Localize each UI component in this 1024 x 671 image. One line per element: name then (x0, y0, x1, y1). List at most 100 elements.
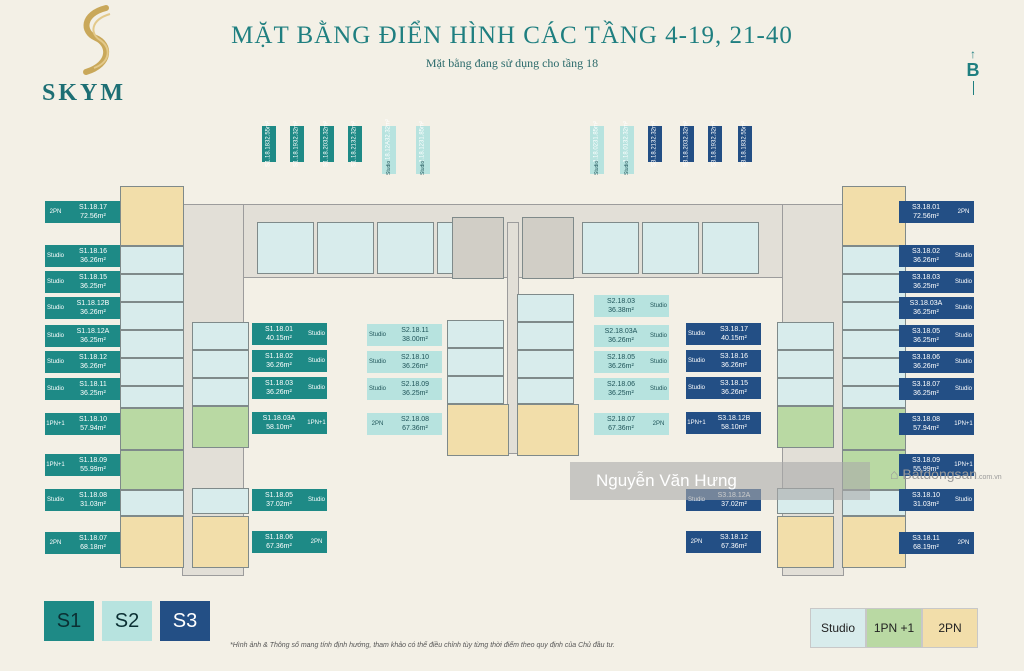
unit-2pn (842, 186, 906, 246)
unit-studio (842, 274, 906, 302)
unit-code: S3.18.03A (909, 300, 943, 307)
unit-area: 40.15m² (721, 335, 747, 342)
unit-studio (120, 358, 184, 386)
unit-studio (517, 378, 574, 404)
unit-area: 68.18m² (80, 544, 106, 551)
unit-area: 32.32m² (293, 120, 300, 143)
unit-area: 36.26m² (266, 389, 292, 396)
brand-logo-icon: ⌂ (890, 466, 899, 482)
unit-area: 36.25m² (913, 283, 939, 290)
unit-label: S3.18.06 36.26m² Studio (899, 351, 974, 373)
unit-area: 57.94m² (913, 425, 939, 432)
unit-area: 31.85m² (419, 120, 426, 143)
unit-type: 2PN (953, 532, 974, 554)
unit-type: Studio (306, 489, 327, 511)
unit-type: 2PN (45, 201, 66, 223)
unit-code: S1.18.11 (79, 381, 107, 388)
unit-code: S2.18.05 (606, 354, 636, 361)
unit-area: 58.10m² (266, 424, 292, 431)
unit-type: Studio (648, 295, 669, 317)
unit-area: 32.55m² (741, 120, 748, 143)
unit-area: 31.03m² (80, 501, 106, 508)
unit-type: 2PN (686, 531, 707, 553)
unit-studio (517, 294, 574, 322)
unit-type: Studio (953, 351, 974, 373)
unit-code: S3.18.15 (719, 380, 749, 387)
unit-type: 2PN (648, 413, 669, 435)
unit-area: 36.26m² (913, 363, 939, 370)
unit-type: Studio (953, 489, 974, 511)
unit-area: 36.38m² (608, 307, 634, 314)
unit-1pn1 (120, 450, 184, 490)
unit-1pn1 (777, 406, 834, 448)
legend-2pn: 2PN (922, 608, 978, 648)
unit-type: Studio (45, 325, 66, 347)
unit-studio (192, 378, 249, 406)
unit-studio (447, 320, 504, 348)
unit-code: S1.18.09 (78, 457, 108, 464)
unit-code: S1.18.02 (264, 353, 294, 360)
unit-code: S3.18.01 (911, 204, 941, 211)
unit-code: S3.18.19 (711, 142, 718, 168)
unit-area: 36.25m² (80, 390, 106, 397)
unit-code: S3.18.02 (911, 248, 941, 255)
unit-area: 36.26m² (80, 257, 106, 264)
unit-studio (120, 330, 184, 358)
watermark-brand-text: Batdongsan (902, 466, 978, 482)
unit-code: S3.18.10 (911, 492, 941, 499)
unit-area: 72.56m² (913, 213, 939, 220)
top-unit (257, 222, 314, 274)
unit-label-main: S3.18.08 57.94m² (899, 413, 953, 435)
unit-area: 36.26m² (80, 363, 106, 370)
core (522, 217, 574, 279)
unit-code: S1.18.12A (76, 328, 110, 335)
unit-studio (192, 350, 249, 378)
unit-studio (777, 350, 834, 378)
unit-code: S1.18.20 (323, 142, 330, 168)
compass: ↑ B (960, 48, 986, 95)
unit-1pn1 (120, 408, 184, 450)
unit-type: Studio (686, 350, 707, 372)
unit-area: 32.32m² (711, 120, 718, 143)
unit-1pn1 (842, 408, 906, 450)
unit-code: S1.18.01 (264, 326, 294, 333)
unit-area: 32.32m² (385, 118, 392, 141)
unit-code: S3.18.08 (911, 416, 941, 423)
unit-code: S3.18.06 (911, 354, 941, 361)
unit-type: Studio (953, 245, 974, 267)
unit-studio (842, 302, 906, 330)
legend-s1: S1 (44, 601, 94, 641)
unit-studio (192, 488, 249, 514)
